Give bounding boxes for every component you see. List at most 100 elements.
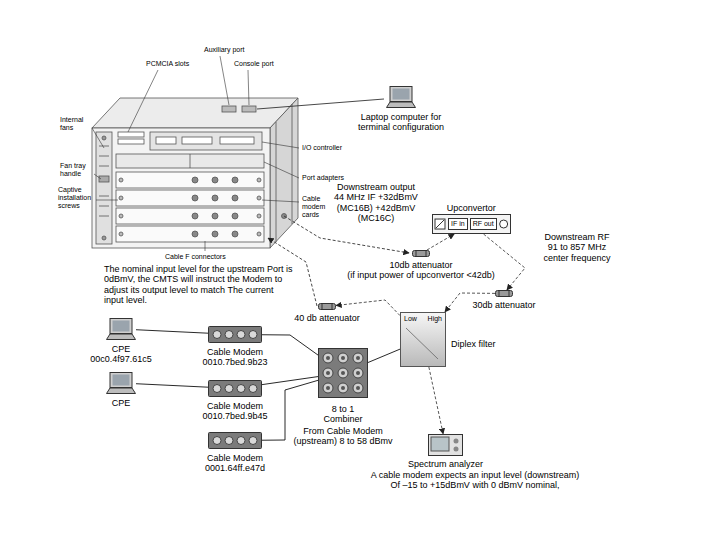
rf-connector	[484, 234, 525, 290]
combiner-pin	[356, 386, 360, 390]
port-label: IF in	[448, 218, 468, 230]
modem-light	[237, 385, 245, 393]
laptop-icon	[106, 372, 136, 394]
modem-icon	[208, 326, 262, 343]
modem-light	[213, 385, 221, 393]
combiner-pin	[326, 386, 330, 390]
device-label: CPE 00c0.4f97.61c5	[87, 344, 155, 365]
modem-light	[225, 385, 233, 393]
laptop-base	[107, 388, 136, 394]
port-label: RF out	[470, 218, 497, 230]
laptop-display	[113, 321, 130, 332]
cable-line	[136, 384, 208, 387]
callout-label: Captive installation screws	[58, 186, 94, 210]
attenuator-band	[509, 291, 510, 297]
combiner-pin	[326, 371, 330, 375]
callout-label: Console port	[234, 60, 274, 68]
device-label: 40 db attenuator	[294, 313, 360, 323]
annotation-note: The nominal input level for the upstream…	[104, 264, 294, 305]
cable-modem: Cable Modem 0001.64ff.e47d	[208, 432, 262, 449]
combiner-port	[353, 368, 363, 378]
combiner-port	[338, 368, 348, 378]
rf-connector	[427, 234, 454, 250]
rf-connector	[429, 367, 443, 434]
device-label: Spectrum analyzer	[408, 459, 483, 469]
cmts-chassis	[92, 98, 298, 248]
analyzer-case	[429, 435, 463, 456]
combiner-port	[353, 353, 363, 363]
device-label: 10db attenuator	[389, 260, 452, 270]
laptop-base	[387, 102, 416, 108]
atten-icon	[412, 250, 430, 257]
combiner-pin	[356, 356, 360, 360]
port-label: High	[428, 315, 442, 323]
combiner-port	[353, 383, 363, 393]
attenuator-body	[496, 291, 513, 297]
modem-light	[225, 437, 233, 445]
callout-label: Port adapters	[302, 174, 344, 182]
callout-label: Auxiliary port	[204, 46, 244, 54]
laptop-screen	[110, 373, 132, 388]
analyzer-icon	[428, 434, 463, 456]
input-knob-mark	[436, 220, 444, 228]
attenuator-band	[322, 304, 323, 310]
cable-line	[136, 330, 208, 333]
analyzer-screen	[431, 437, 449, 451]
attenuator-body	[319, 304, 336, 310]
device-label: A cable modem expects an input level (do…	[366, 470, 584, 491]
cpe-laptop: CPE 00c0.4f97.61c5	[106, 318, 136, 340]
device-label: Laptop computer for terminal configurati…	[345, 112, 457, 133]
device-label: 30db attenuator	[472, 300, 535, 310]
laptop-display	[113, 375, 130, 386]
attenuator-symbol: 10db attenuator(if input power of upconv…	[412, 250, 430, 257]
combiner-pin	[326, 356, 330, 360]
device-label: CPE	[87, 398, 155, 408]
modem-light	[213, 331, 221, 339]
laptop-icon: Laptop computer for terminal configurati…	[386, 86, 416, 108]
atten-icon	[495, 290, 513, 297]
modem-light	[249, 331, 257, 339]
signal-note: Downstream RF 91 to 857 MHz center frequ…	[540, 232, 614, 263]
modem-case	[209, 381, 262, 397]
callout-label: I/O controller	[302, 144, 342, 152]
modem-light	[237, 437, 245, 445]
modem-case	[209, 433, 262, 449]
combiner-icon	[318, 348, 368, 398]
callout-label: Internal fans	[60, 116, 90, 132]
modem-case	[209, 327, 262, 343]
combiner-port	[338, 383, 348, 393]
combiner-port	[323, 383, 333, 393]
callout-label: Cable modem cards	[302, 195, 336, 219]
output-connector	[500, 220, 508, 228]
combiner-port	[323, 368, 333, 378]
attenuator-band	[499, 291, 500, 297]
laptop-icon	[106, 318, 136, 340]
laptop-icon	[386, 86, 416, 108]
device-label: 8 to 1 Combiner	[320, 404, 366, 425]
modem-light	[213, 437, 221, 445]
leader-lines	[92, 56, 299, 251]
combiner-box: 8 to 1 CombinerFrom Cable Modem (upstrea…	[318, 348, 368, 398]
combiner-pin	[341, 371, 345, 375]
combiner-pin	[356, 371, 360, 375]
device-label: Cable Modem 0001.64ff.e47d	[196, 453, 274, 474]
analyzer-knob	[454, 447, 459, 452]
combiner-case	[319, 349, 368, 398]
input-knob	[435, 219, 445, 229]
signal-note: Downstream output 44 MHz IF +32dBmV (MC1…	[334, 182, 418, 223]
attenuator-band	[332, 304, 333, 310]
attenuator-body	[413, 251, 430, 257]
laptop-screen	[390, 87, 412, 102]
spectrum-analyzer: Spectrum analyzerA cable modem expects a…	[428, 434, 463, 456]
device-label: Diplex filter	[451, 339, 496, 349]
callout-label: Cable F connectors	[165, 253, 226, 261]
callout-label: Fan tray handle	[60, 162, 92, 178]
cpe-laptop: CPE	[106, 372, 136, 394]
modem-icon	[208, 432, 262, 449]
callout-label: PCMCIA slots	[146, 60, 189, 68]
attenuator-symbol: 30db attenuator	[495, 290, 513, 297]
laptop-display	[393, 89, 410, 100]
atten-icon	[318, 303, 336, 310]
modem-light	[249, 437, 257, 445]
attenuator-band	[426, 251, 427, 257]
